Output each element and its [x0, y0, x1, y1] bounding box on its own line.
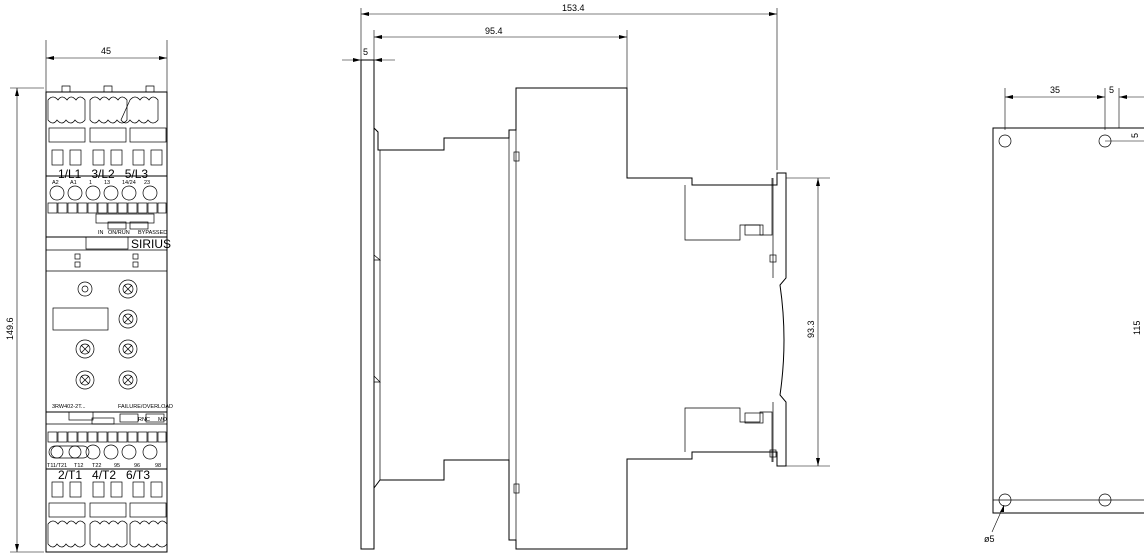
rail-depth-dimension: 95.4	[373, 26, 628, 88]
svg-text:1: 1	[89, 180, 92, 186]
status-leds	[74, 253, 139, 268]
spacing-dimension: 35	[1004, 85, 1106, 130]
model-label: 3RW402-2T...	[52, 404, 86, 410]
svg-text:23: 23	[144, 180, 150, 186]
led-labels: IN ON/RUN BYPASSED	[98, 230, 167, 236]
svg-text:T12: T12	[74, 463, 83, 469]
svg-text:14/24: 14/24	[122, 180, 136, 186]
edge-vertical-label: 5	[1130, 133, 1140, 138]
svg-text:MO: MO	[158, 417, 168, 423]
bottom-power-terminals: 2/T1 4/T2 6/T3	[58, 468, 150, 482]
mode-labels: RNC MO	[138, 417, 168, 423]
potentiometers	[75, 279, 138, 390]
mounting-holes	[998, 134, 1112, 507]
overall-depth-dimension: 153.4	[360, 3, 778, 170]
overall-depth-label: 153.4	[562, 3, 585, 13]
svg-text:95: 95	[114, 463, 120, 469]
front-height-dimension: 149.6	[5, 87, 44, 553]
front-height-label: 149.6	[5, 317, 15, 340]
svg-text:T22: T22	[92, 463, 101, 469]
svg-text:A2: A2	[52, 180, 59, 186]
mounting-view: 35 5 5 115 ø5	[984, 85, 1144, 544]
svg-text:RNC: RNC	[138, 417, 150, 423]
svg-text:BYPASSED: BYPASSED	[138, 230, 167, 236]
top-control-pins: A2 A1 1 13 14/24 23	[52, 180, 150, 186]
bottom-control-pins: T11/T21 T12 T22 95 96 98	[47, 463, 161, 469]
fault-label: FAILURE/OVERLOAD	[118, 404, 173, 410]
top-power-terminals: 1/L1 3/L2 5/L3	[58, 167, 148, 181]
mounting-plate	[992, 127, 1144, 514]
hole-pitch-label: 115	[1132, 321, 1142, 335]
side-height-dimension: 93.3	[786, 177, 830, 467]
front-width-dimension: 45	[45, 40, 168, 92]
flange-dimension: 5	[342, 47, 395, 62]
svg-text:A1: A1	[70, 180, 77, 186]
flange-label: 5	[363, 47, 368, 57]
rail-depth-label: 95.4	[485, 26, 503, 36]
svg-text:ON/RUN: ON/RUN	[108, 230, 130, 236]
edge-dimension: 5	[1109, 85, 1144, 128]
svg-text:98: 98	[155, 463, 161, 469]
svg-text:IN: IN	[98, 230, 104, 236]
front-housing	[45, 91, 168, 553]
hole-dia-label: ø5	[984, 534, 995, 544]
edge-label: 5	[1109, 85, 1114, 95]
front-view: 45 149.6 1/L1 3/L2 5/L3	[5, 40, 173, 553]
svg-text:13: 13	[104, 180, 110, 186]
front-width-label: 45	[101, 46, 111, 56]
spacing-label: 35	[1050, 85, 1060, 95]
brand-label: SIRIUS	[131, 237, 171, 251]
svg-text:T11/T21: T11/T21	[47, 463, 67, 469]
side-view: 153.4 95.4 5	[342, 3, 830, 550]
svg-text:96: 96	[134, 463, 140, 469]
display-window	[52, 307, 109, 331]
side-height-label: 93.3	[806, 320, 816, 338]
